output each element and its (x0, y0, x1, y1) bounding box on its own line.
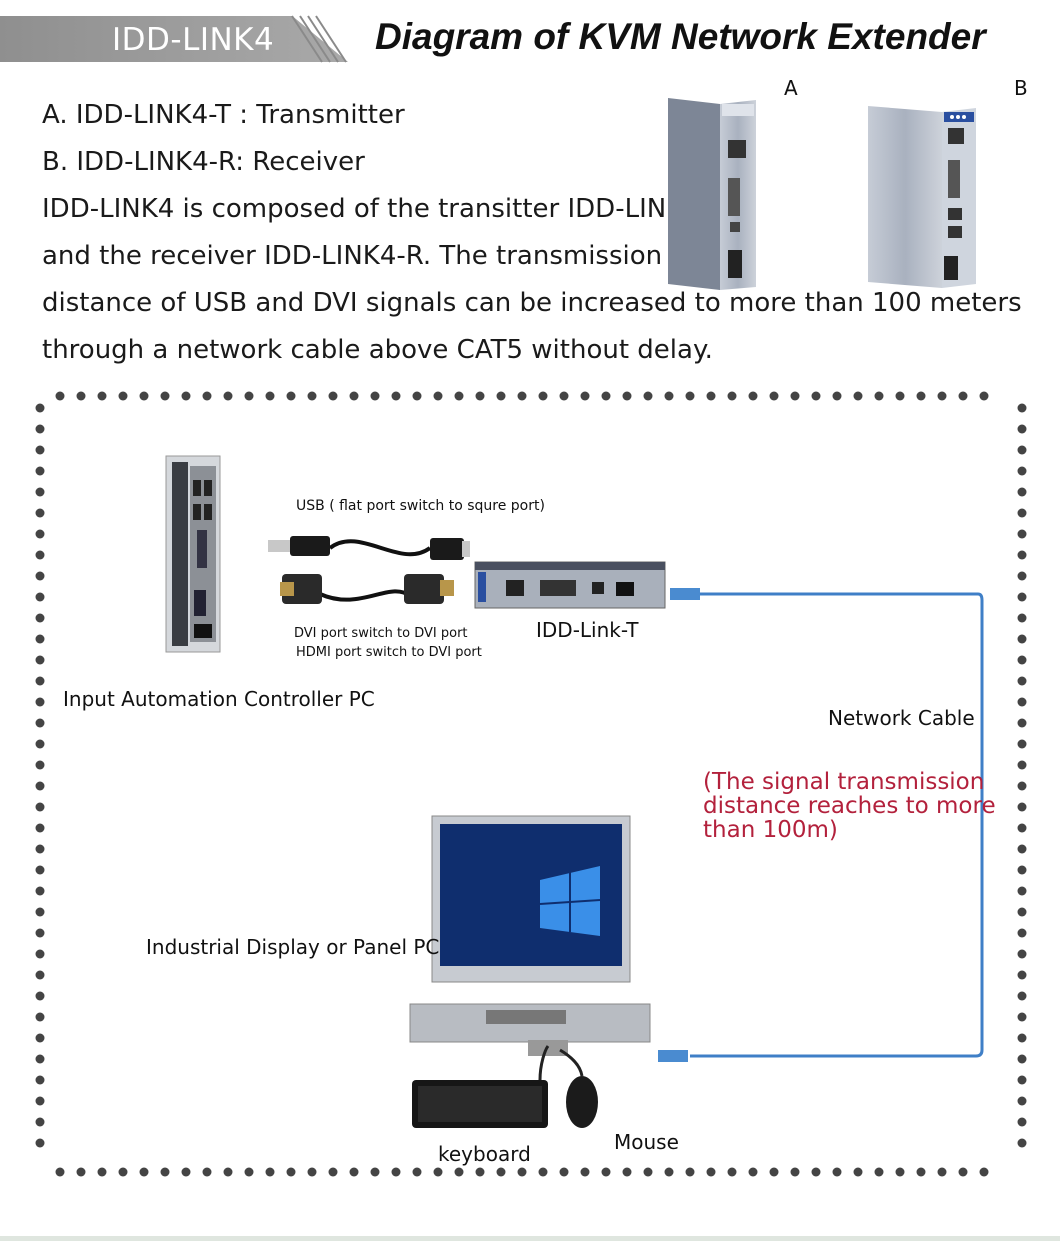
header-tag-banner (0, 16, 348, 62)
usb-cable-illustration (268, 536, 470, 560)
keyboard-label: keyboard (438, 1142, 531, 1166)
dvi-cable-label: DVI port switch to DVI port (294, 626, 468, 641)
input-pc-label: Input Automation Controller PC (63, 687, 375, 711)
rj45-plug-bottom (658, 1050, 688, 1062)
controller-pc-illustration (165, 455, 221, 653)
header-tag-text: IDD-LINK4 (112, 22, 275, 58)
signal-note-line-3: than 100m) (703, 817, 838, 843)
network-cable-illustration (690, 592, 984, 1058)
mouse-illustration (559, 1048, 598, 1128)
dvi-cable-illustration (280, 574, 454, 604)
transmitter-illustration (474, 561, 666, 609)
intro-line-2: and the receiver IDD-LINK4-R. The transm… (42, 241, 663, 271)
usb-cable-label: USB ( flat port switch to squre port) (296, 498, 545, 514)
rj45-plug-top (670, 588, 700, 600)
transmitter-label: IDD-Link-T (536, 618, 639, 642)
network-cable-label: Network Cable (828, 706, 975, 730)
header-stripes (291, 15, 347, 63)
signal-note-line-2: distance reaches to more (703, 793, 996, 819)
intro-line-1: IDD-LINK4 is composed of the transitter … (42, 194, 723, 224)
display-illustration (409, 815, 651, 1056)
label-b: B (1014, 76, 1028, 100)
product-illustrations (668, 98, 976, 290)
hdmi-cable-label: HDMI port switch to DVI port (296, 645, 482, 660)
display-label: Industrial Display or Panel PC (146, 935, 440, 959)
intro-line-3: distance of USB and DVI signals can be i… (42, 288, 1022, 318)
intro-line-a: A. IDD-LINK4-T : Transmitter (42, 100, 405, 130)
dotted-frame (35, 391, 1027, 1177)
label-a: A (784, 76, 798, 100)
mouse-label: Mouse (614, 1130, 679, 1154)
signal-note-line-1: (The signal transmission (703, 769, 985, 795)
intro-line-b: B. IDD-LINK4-R: Receiver (42, 147, 365, 177)
keyboard-illustration (412, 1045, 550, 1128)
intro-line-4: through a network cable above CAT5 witho… (42, 335, 713, 365)
page-title: Diagram of KVM Network Extender (375, 16, 986, 57)
device-a-illustration (668, 98, 756, 290)
bottom-strip (0, 1236, 1060, 1241)
device-b-illustration (868, 106, 976, 288)
